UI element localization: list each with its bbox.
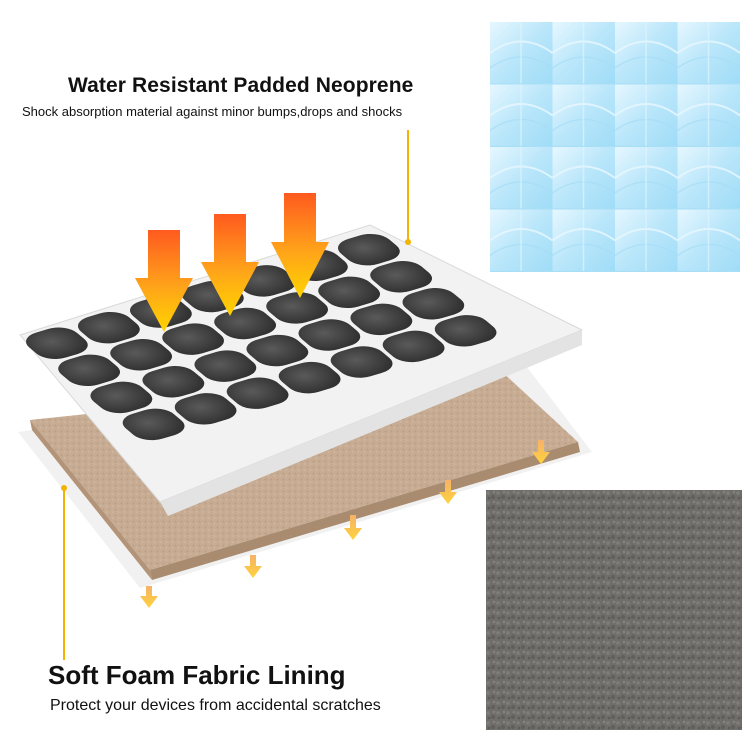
lining-texture-swatch	[486, 490, 742, 730]
neoprene-title: Water Resistant Padded Neoprene	[68, 74, 414, 97]
pressure-arrows	[135, 193, 329, 332]
lining-title: Soft Foam Fabric Lining	[48, 660, 346, 690]
layer-illustration	[0, 130, 600, 670]
lining-subtitle: Protect your devices from accidental scr…	[50, 697, 381, 714]
leader-lines	[61, 130, 411, 660]
neoprene-texture-swatch	[490, 22, 740, 272]
neoprene-subtitle: Shock absorption material against minor …	[22, 104, 403, 119]
lining-arrows	[140, 440, 550, 608]
